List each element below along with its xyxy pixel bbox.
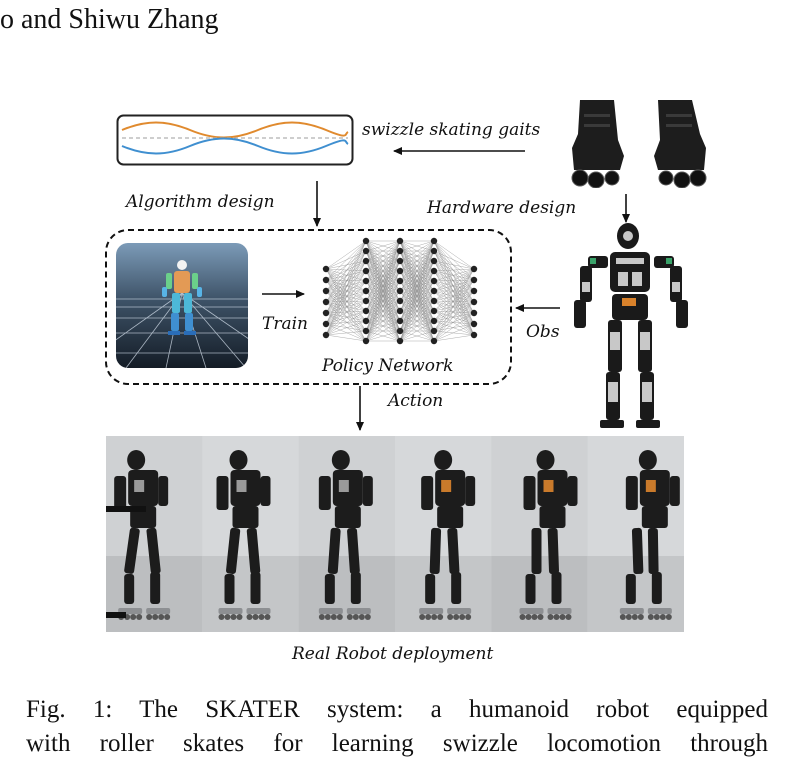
network-node xyxy=(471,310,477,316)
network-node xyxy=(397,268,403,274)
network-node xyxy=(431,258,437,264)
caption-line-1: Fig. 1: The SKATER system: a humanoid ro… xyxy=(26,693,768,727)
simulation-image xyxy=(116,243,248,368)
network-node xyxy=(431,338,437,344)
deployment-robot-detail xyxy=(544,480,554,492)
humanoid-robot-image xyxy=(566,222,696,437)
network-node xyxy=(431,318,437,324)
caption-line-2: with roller skates for learning swizzle … xyxy=(26,727,768,761)
network-node xyxy=(323,277,329,283)
network-node xyxy=(397,328,403,334)
network-node xyxy=(323,310,329,316)
network-node xyxy=(397,238,403,244)
network-node xyxy=(323,321,329,327)
label-action: Action xyxy=(388,391,443,411)
deployment-floor-marker xyxy=(106,506,146,512)
deployment-floor-marker xyxy=(106,612,126,618)
network-node xyxy=(323,299,329,305)
network-node xyxy=(431,308,437,314)
network-node xyxy=(363,288,369,294)
deployment-floor xyxy=(395,556,492,632)
figure-caption: Fig. 1: The SKATER system: a humanoid ro… xyxy=(26,693,768,761)
network-node xyxy=(397,298,403,304)
network-node xyxy=(431,328,437,334)
network-node xyxy=(397,288,403,294)
network-node xyxy=(397,338,403,344)
label-algorithm: Algorithm design xyxy=(126,192,275,212)
network-edge xyxy=(326,281,366,302)
network-node xyxy=(431,268,437,274)
deployment-floor xyxy=(299,556,396,632)
deployment-robot-detail xyxy=(441,480,451,492)
label-obs: Obs xyxy=(526,322,560,342)
deployment-robot-detail xyxy=(646,480,656,492)
network-node xyxy=(363,318,369,324)
network-node xyxy=(397,308,403,314)
network-node xyxy=(397,278,403,284)
real-robot-deployment-image xyxy=(106,436,684,632)
network-node xyxy=(363,328,369,334)
network-node xyxy=(431,238,437,244)
network-node xyxy=(431,288,437,294)
network-node xyxy=(431,278,437,284)
network-node xyxy=(363,278,369,284)
network-edge xyxy=(434,335,474,341)
policy-network-graph xyxy=(316,235,486,355)
network-node xyxy=(471,299,477,305)
network-edge xyxy=(326,241,366,291)
roller-skates-image xyxy=(566,100,712,188)
label-policy: Policy Network xyxy=(322,356,453,376)
network-node xyxy=(323,288,329,294)
network-node xyxy=(363,248,369,254)
network-node xyxy=(363,268,369,274)
network-node xyxy=(363,238,369,244)
network-node xyxy=(323,332,329,338)
label-train: Train xyxy=(262,314,308,334)
network-node xyxy=(363,298,369,304)
network-node xyxy=(397,258,403,264)
network-node xyxy=(431,248,437,254)
network-node xyxy=(363,258,369,264)
network-edge xyxy=(434,281,474,302)
network-edge xyxy=(326,335,366,341)
network-node xyxy=(471,288,477,294)
deployment-robot-detail xyxy=(134,480,144,492)
network-node xyxy=(363,338,369,344)
label-deployment: Real Robot deployment xyxy=(292,644,493,664)
network-node xyxy=(471,332,477,338)
deployment-robot-detail xyxy=(237,480,247,492)
deployment-robot-detail xyxy=(339,480,349,492)
network-node xyxy=(471,277,477,283)
network-edge xyxy=(434,241,474,291)
network-node xyxy=(323,266,329,272)
network-node xyxy=(363,308,369,314)
network-node xyxy=(397,248,403,254)
label-hardware: Hardware design xyxy=(427,198,576,218)
network-node xyxy=(471,266,477,272)
network-node xyxy=(431,298,437,304)
network-node xyxy=(471,321,477,327)
network-node xyxy=(397,318,403,324)
